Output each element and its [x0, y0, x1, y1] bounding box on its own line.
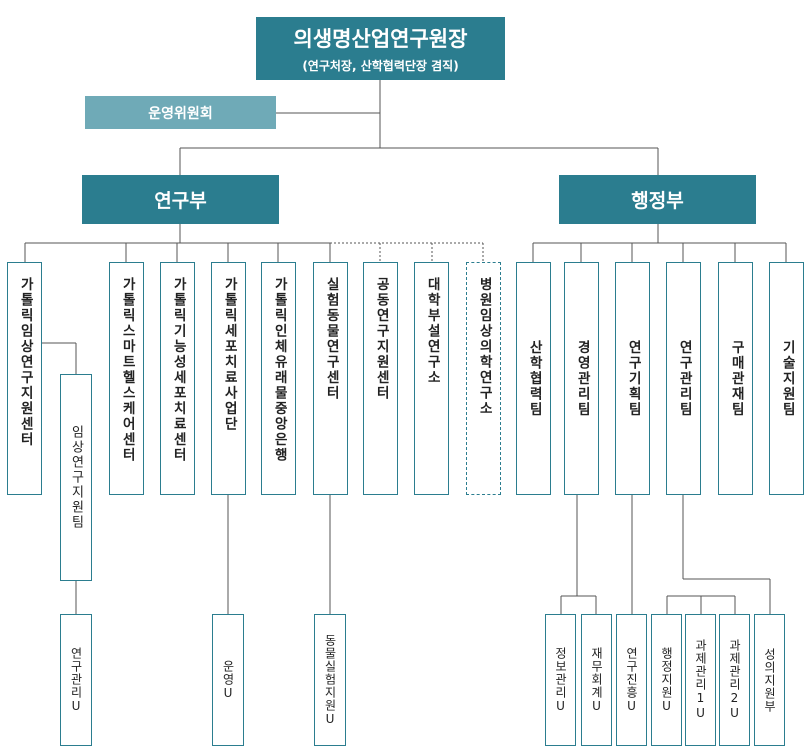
research-unit-animal-center: 실험동물연구센터 — [313, 262, 348, 495]
unit-label: 가톨릭기능성세포치료센터 — [170, 277, 187, 463]
operation-u-box: 운영U — [212, 614, 244, 746]
finance-u-box: 재무회계U — [581, 614, 612, 746]
director-subtitle: (연구처장, 산학협력단장 겸직) — [302, 59, 459, 73]
unit-label: 가톨릭세포치료사업단 — [221, 277, 238, 432]
unit-label: 산학협력팀 — [526, 339, 543, 418]
unit-label: 운영U — [221, 659, 235, 701]
animal-support-u-box: 동물실험지원U — [314, 614, 346, 746]
admin-unit-research-management: 연구관리팀 — [666, 262, 701, 495]
unit-label: 임상연구지원팀 — [68, 425, 84, 530]
unit-label: 대학부설연구소 — [424, 277, 441, 386]
unit-label: 연구기획팀 — [625, 339, 642, 418]
research-unit-cell-therapy: 가톨릭세포치료사업단 — [211, 262, 246, 495]
unit-label: 공동연구지원센터 — [373, 277, 390, 401]
unit-label: 성의지원부 — [762, 647, 777, 713]
admin-unit-technical-support: 기술지원팀 — [769, 262, 804, 495]
unit-label: 경영관리팀 — [574, 339, 591, 418]
unit-label: 연구진흥U — [624, 646, 639, 714]
research-unit-smart-healthcare: 가톨릭스마트헬스케어센터 — [109, 262, 144, 495]
research-unit-hospital-institute: 병원임상의학연구소 — [466, 262, 501, 495]
unit-label: 구매관재팀 — [728, 339, 745, 418]
admin-unit-purchasing: 구매관재팀 — [718, 262, 753, 495]
unit-label: 과제관리2U — [727, 639, 742, 721]
achievement-u-box: 성의지원부 — [754, 614, 785, 746]
research-unit-functional-cell: 가톨릭기능성세포치료센터 — [160, 262, 195, 495]
project-mgmt-2u-box: 과제관리2U — [719, 614, 750, 746]
unit-label: 실험동물연구센터 — [323, 277, 340, 401]
unit-label: 행정지원U — [659, 646, 674, 714]
unit-label: 재무회계U — [589, 646, 604, 714]
info-mgmt-u-box: 정보관리U — [545, 614, 576, 746]
unit-label: 가톨릭임상연구지원센터 — [17, 277, 34, 448]
research-unit-biobank: 가톨릭인체유래물중앙은행 — [261, 262, 296, 495]
unit-label: 가톨릭인체유래물중앙은행 — [271, 277, 288, 463]
unit-label: 연구관리U — [69, 646, 83, 714]
research-unit-university-institute: 대학부설연구소 — [414, 262, 449, 495]
unit-label: 연구관리팀 — [676, 339, 693, 418]
research-unit-clinical-center: 가톨릭임상연구지원센터 — [7, 262, 42, 495]
research-unit-joint-support: 공동연구지원센터 — [363, 262, 398, 495]
project-mgmt-1u-box: 과제관리1U — [685, 614, 716, 746]
unit-label: 정보관리U — [553, 646, 568, 714]
unit-label: 기술지원팀 — [779, 339, 796, 418]
promotion-u-box: 연구진흥U — [616, 614, 647, 746]
admin-unit-cooperation: 산학협력팀 — [516, 262, 551, 495]
admin-support-u-box: 행정지원U — [651, 614, 682, 746]
clinical-support-team-box: 임상연구지원팀 — [60, 374, 92, 581]
admin-dept-box: 행정부 — [559, 175, 756, 224]
research-dept-box: 연구부 — [82, 175, 279, 224]
director-box: 의생명산업연구원장 (연구처장, 산학협력단장 겸직) — [256, 17, 505, 80]
unit-label: 병원임상의학연구소 — [476, 277, 493, 417]
unit-label: 동물실험지원U — [323, 633, 337, 727]
admin-unit-planning: 연구기획팀 — [615, 262, 650, 495]
unit-label: 가톨릭스마트헬스케어센터 — [119, 277, 136, 463]
director-title: 의생명산업연구원장 — [293, 27, 468, 51]
research-mgmt-u-box: 연구관리U — [60, 614, 92, 746]
unit-label: 과제관리1U — [693, 639, 708, 721]
committee-box: 운영위원회 — [85, 96, 276, 129]
admin-unit-management: 경영관리팀 — [564, 262, 599, 495]
